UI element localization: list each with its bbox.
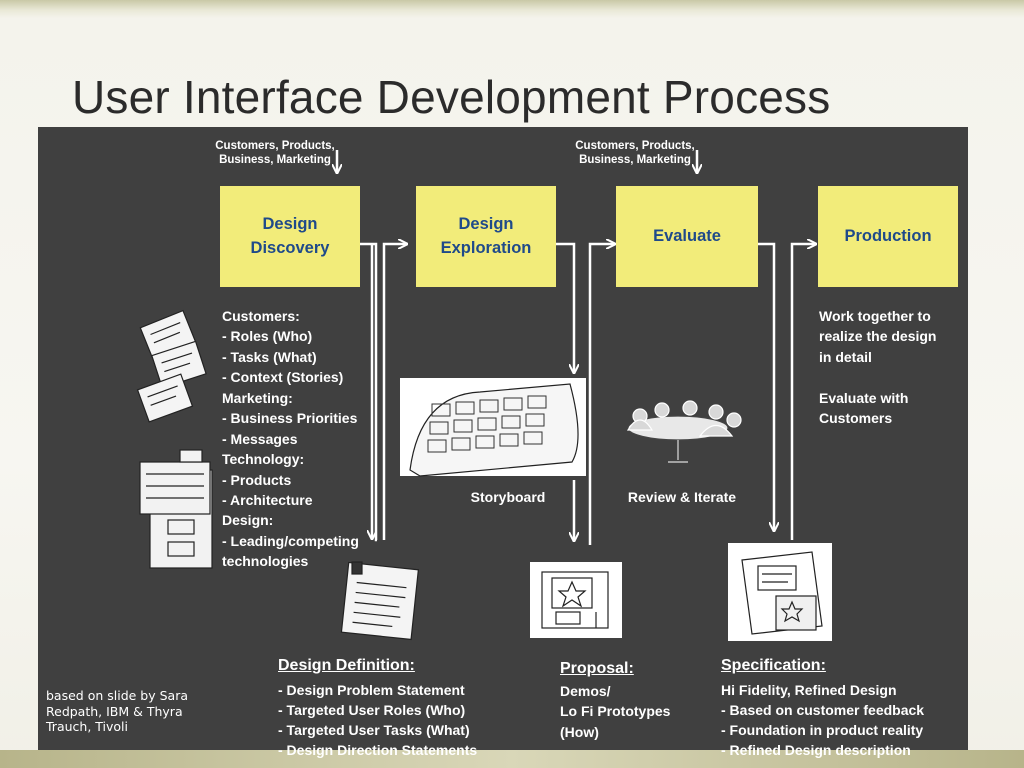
cards-illustration: [136, 309, 207, 423]
production-text: Work together to realize the design in d…: [819, 308, 937, 427]
definition-heading: Design Definition:: [278, 657, 415, 674]
page-title: User Interface Development Process: [72, 71, 831, 123]
input-label-right: Customers, Products, Business, Marketing: [575, 140, 695, 166]
flow-up-production: [790, 244, 815, 540]
proposal-illustration: [530, 562, 622, 638]
proposal-items: Demos/ Lo Fi Prototypes (How): [560, 683, 671, 740]
specification-items: Hi Fidelity, Refined Design - Based on c…: [721, 682, 925, 759]
stage-design-discovery: Design Discovery: [220, 186, 360, 287]
definition-items: - Design Problem Statement - Targeted Us…: [278, 682, 478, 759]
credit-note: based on slide by Sara Redpath, IBM & Th…: [46, 688, 189, 735]
proposal-heading: Proposal:: [560, 660, 634, 677]
flow-up-exploration: [382, 244, 406, 540]
flow-discovery-exploration: [360, 242, 378, 542]
review-caption: Review & Iterate: [627, 489, 737, 505]
flow-to-specification: [758, 242, 774, 530]
flow-to-storyboard: [556, 242, 574, 372]
storyboard-illustration: [400, 378, 586, 477]
specification-illustration: [728, 543, 832, 641]
meeting-illustration: [626, 400, 742, 463]
specification-heading: Specification:: [721, 657, 826, 674]
stage-production: Production: [818, 186, 958, 287]
bottom-band: [0, 750, 1024, 768]
input-label-left: Customers, Products, Business, Marketing: [215, 140, 335, 166]
discovery-list: Customers: - Roles (Who) - Tasks (What) …: [222, 308, 359, 570]
flow-up-evaluate: [588, 244, 614, 545]
notepad-illustration: [340, 561, 420, 641]
storyboard-caption: Storyboard: [470, 489, 546, 505]
stage-evaluate: Evaluate: [616, 186, 758, 287]
stage-design-exploration: Design Exploration: [416, 186, 556, 287]
file-cabinet-illustration: [139, 449, 213, 569]
